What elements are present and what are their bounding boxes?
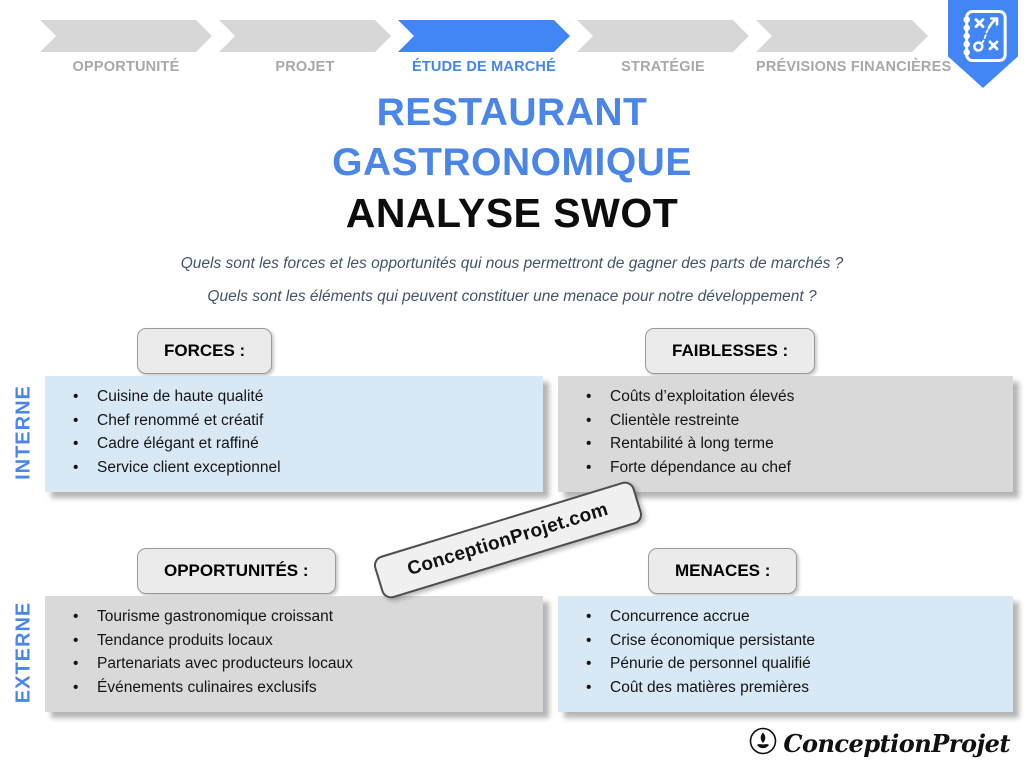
faiblesses-header: FAIBLESSES : bbox=[645, 328, 816, 374]
watermark-badge: ConceptionProjet.com bbox=[371, 479, 645, 601]
menaces-list: Concurrence accrueCrise économique persi… bbox=[558, 605, 1013, 699]
nav-arrow-strategie[interactable] bbox=[577, 20, 749, 52]
bookmark-ribbon bbox=[948, 0, 1018, 88]
list-item: Service client exceptionnel bbox=[45, 456, 543, 480]
process-nav-labels: OPPORTUNITÉ PROJET ÉTUDE DE MARCHÉ STRAT… bbox=[40, 59, 952, 75]
footer-logo: ConceptionProjet bbox=[749, 727, 1010, 760]
list-item: Crise économique persistante bbox=[558, 629, 1013, 653]
nav-step-previsions-financieres[interactable]: PRÉVISIONS FINANCIÈRES bbox=[756, 59, 952, 75]
forces-box: Cuisine de haute qualitéChef renommé et … bbox=[45, 376, 543, 492]
title-block: RESTAURANT GASTRONOMIQUE ANALYSE SWOT bbox=[0, 88, 1024, 238]
nav-step-etude-de-marche[interactable]: ÉTUDE DE MARCHÉ bbox=[412, 59, 556, 75]
faiblesses-list: Coûts d’exploitation élevésClientèle res… bbox=[558, 385, 1013, 479]
list-item: Forte dépendance au chef bbox=[558, 456, 1013, 480]
page-title-line1: RESTAURANT bbox=[376, 91, 648, 134]
opportunites-header: OPPORTUNITÉS : bbox=[137, 548, 336, 594]
nav-arrow-opportunite[interactable] bbox=[40, 20, 212, 52]
side-label-interne: INTERNE bbox=[12, 385, 35, 480]
menaces-header: MENACES : bbox=[648, 548, 798, 594]
list-item: Événements culinaires exclusifs bbox=[45, 676, 543, 700]
list-item: Partenariats avec producteurs locaux bbox=[45, 652, 543, 676]
side-label-externe: EXTERNE bbox=[12, 601, 35, 704]
list-item: Clientèle restreinte bbox=[558, 409, 1013, 433]
forces-list: Cuisine de haute qualitéChef renommé et … bbox=[45, 385, 543, 479]
page-title-line2: GASTRONOMIQUE bbox=[332, 141, 692, 184]
process-nav-arrows bbox=[40, 20, 928, 52]
opportunites-list: Tourisme gastronomique croissantTendance… bbox=[45, 605, 543, 699]
faiblesses-box: Coûts d’exploitation élevésClientèle res… bbox=[558, 376, 1013, 492]
nav-step-projet[interactable]: PROJET bbox=[275, 59, 335, 75]
nav-step-strategie[interactable]: STRATÉGIE bbox=[621, 59, 705, 75]
nav-step-opportunite[interactable]: OPPORTUNITÉ bbox=[72, 59, 180, 75]
hand-rocket-icon bbox=[749, 727, 777, 760]
opportunites-box: Tourisme gastronomique croissantTendance… bbox=[45, 596, 543, 712]
list-item: Tendance produits locaux bbox=[45, 629, 543, 653]
page-title-line3: ANALYSE SWOT bbox=[345, 190, 679, 236]
list-item: Cuisine de haute qualité bbox=[45, 385, 543, 409]
list-item: Coût des matières premières bbox=[558, 676, 1013, 700]
nav-arrow-previsions-financieres[interactable] bbox=[756, 20, 928, 52]
question-2: Quels sont les éléments qui peuvent cons… bbox=[207, 288, 817, 305]
forces-header: FORCES : bbox=[137, 328, 273, 374]
list-item: Chef renommé et créatif bbox=[45, 409, 543, 433]
list-item: Rentabilité à long terme bbox=[558, 432, 1013, 456]
guiding-questions: Quels sont les forces et les opportunité… bbox=[0, 255, 1024, 321]
menaces-box: Concurrence accrueCrise économique persi… bbox=[558, 596, 1013, 712]
strategy-playbook-icon bbox=[957, 8, 1009, 69]
nav-arrow-projet[interactable] bbox=[219, 20, 391, 52]
nav-arrow-etude-de-marche[interactable] bbox=[398, 20, 570, 52]
list-item: Tourisme gastronomique croissant bbox=[45, 605, 543, 629]
footer-logo-wordmark: ConceptionProjet bbox=[783, 729, 1010, 758]
list-item: Concurrence accrue bbox=[558, 605, 1013, 629]
list-item: Coûts d’exploitation élevés bbox=[558, 385, 1013, 409]
list-item: Cadre élégant et raffiné bbox=[45, 432, 543, 456]
question-1: Quels sont les forces et les opportunité… bbox=[180, 255, 844, 272]
list-item: Pénurie de personnel qualifié bbox=[558, 652, 1013, 676]
process-nav: OPPORTUNITÉ PROJET ÉTUDE DE MARCHÉ STRAT… bbox=[40, 20, 952, 75]
